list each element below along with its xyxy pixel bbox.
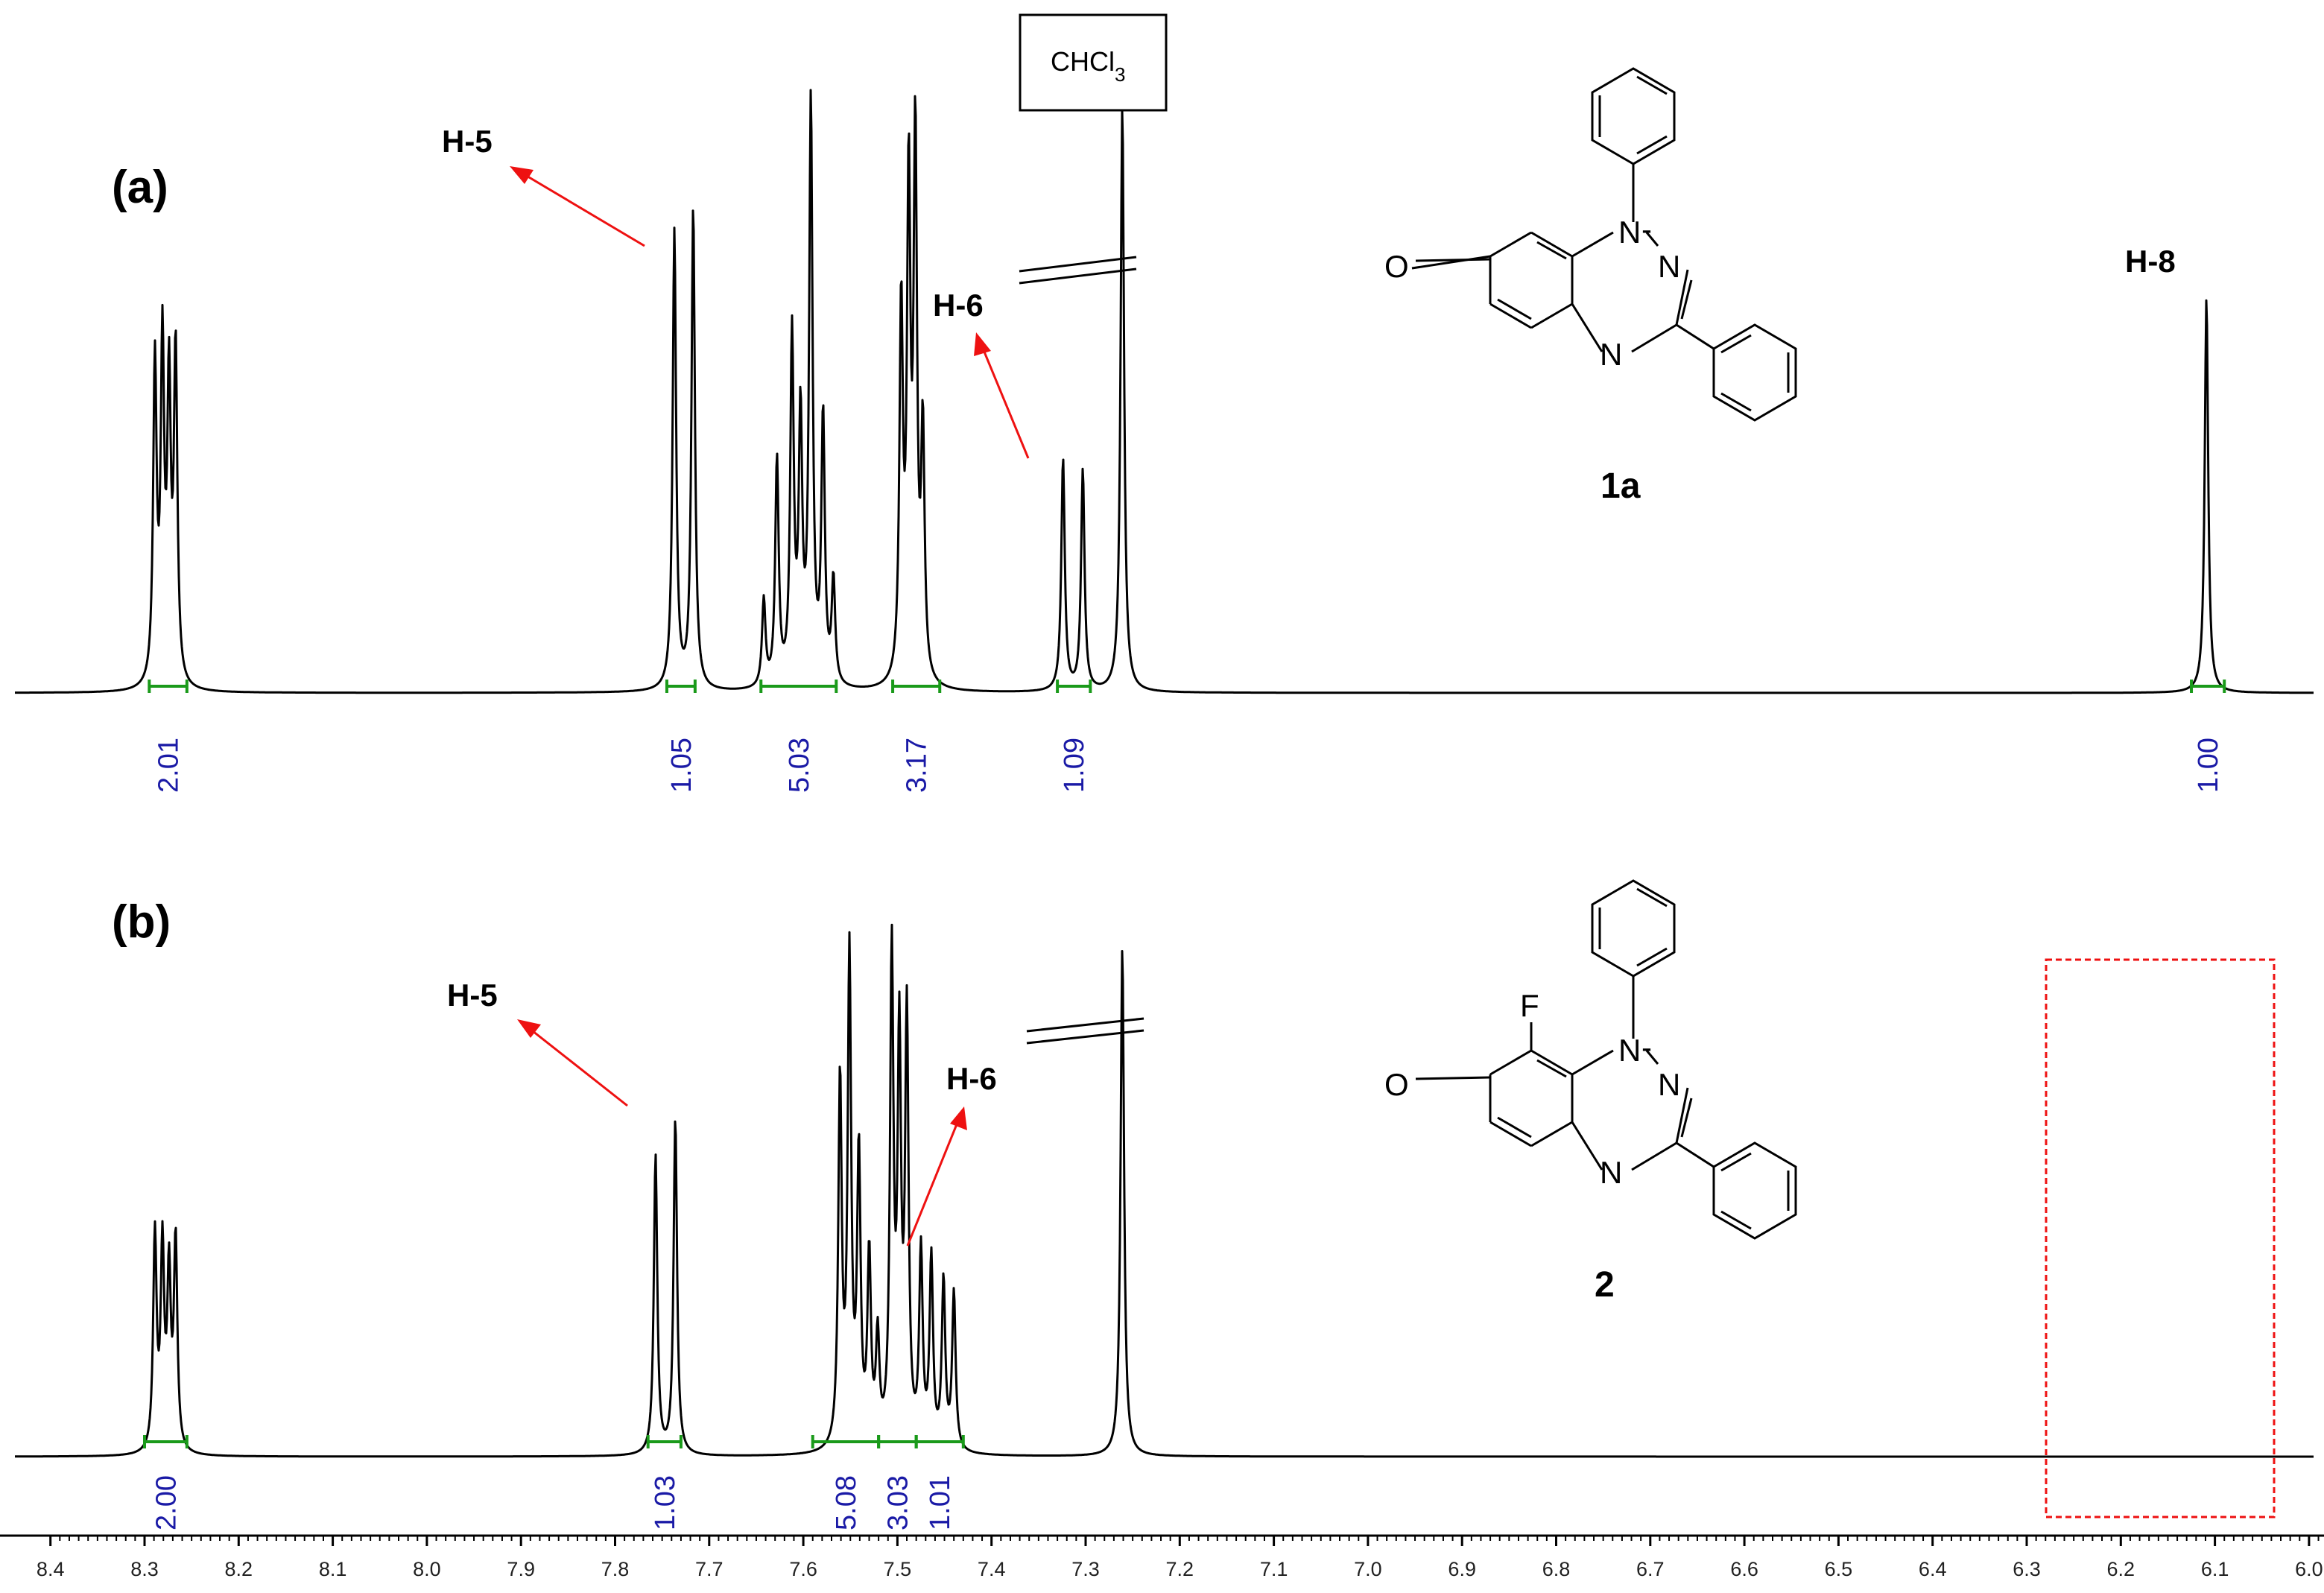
x-axis-tick-label: 7.8 bbox=[601, 1558, 630, 1580]
peak-label-h5-a: H-5 bbox=[442, 124, 493, 159]
x-axis-tick-label: 7.4 bbox=[978, 1558, 1006, 1580]
atom-f-2: F bbox=[1520, 988, 1539, 1023]
arrow-h5-a bbox=[510, 166, 645, 247]
bond-dash-2: - bbox=[1641, 1030, 1652, 1065]
spectrum-trace-a bbox=[14, 89, 2314, 694]
x-axis-tick-label: 7.6 bbox=[789, 1558, 817, 1580]
x-axis-tick-label: 6.1 bbox=[2201, 1558, 2229, 1580]
integral-label: 1.00 bbox=[2193, 738, 2224, 793]
integral-label: 1.01 bbox=[925, 1475, 956, 1530]
x-axis-tick-label: 6.7 bbox=[1636, 1558, 1665, 1580]
x-axis-tick-label: 8.0 bbox=[413, 1558, 441, 1580]
peak-label-h5-b: H-5 bbox=[447, 978, 498, 1013]
solvent-label-box: CHCl3 bbox=[1019, 13, 1168, 112]
x-axis-tick-label: 6.3 bbox=[2013, 1558, 2041, 1580]
x-axis-tick-label: 6.6 bbox=[1730, 1558, 1758, 1580]
atom-n3-2: N bbox=[1600, 1155, 1622, 1190]
integral-label: 1.03 bbox=[650, 1475, 681, 1530]
highlight-box bbox=[2045, 958, 2276, 1518]
x-axis-tick-label: 6.0 bbox=[2295, 1558, 2323, 1580]
structure-1a bbox=[1411, 67, 1797, 422]
x-axis-ticks: 8.4 8.3 8.2 8.1 8.0 7.9 7.8 7.7 7.6 7.5 7.4 7.3 7.2 7… bbox=[37, 1536, 2323, 1580]
integral-label: 2.00 bbox=[151, 1475, 182, 1530]
x-axis-tick-label: 7.9 bbox=[507, 1558, 535, 1580]
x-axis-tick-label: 6.4 bbox=[1919, 1558, 1947, 1580]
atom-o-1a: O bbox=[1384, 249, 1409, 284]
integral-label: 5.03 bbox=[784, 738, 815, 793]
atom-o-2: O bbox=[1384, 1067, 1409, 1102]
x-axis-tick-label: 8.4 bbox=[37, 1558, 65, 1580]
atom-n3-1a: N bbox=[1600, 337, 1622, 372]
x-axis-tick-label: 6.2 bbox=[2107, 1558, 2135, 1580]
atom-n1-1a: N bbox=[1618, 215, 1641, 250]
arrow-h6-a bbox=[974, 332, 1030, 459]
solvent-label: CHCl bbox=[1051, 46, 1115, 77]
integrals-panel-b: 2.00 1.03 5.08 3.03 1.01 bbox=[143, 1435, 965, 1530]
integral-label: 1.05 bbox=[666, 738, 697, 793]
panel-label-b: (b) bbox=[112, 896, 171, 948]
spectrum-trace-b bbox=[14, 923, 2314, 1458]
integral-label: 5.08 bbox=[831, 1475, 862, 1530]
peak-label-h6-b: H-6 bbox=[946, 1061, 997, 1096]
axis-break-mark-a bbox=[1019, 256, 1137, 285]
x-axis-tick-label: 8.1 bbox=[319, 1558, 347, 1580]
peak-label-h8-a: H-8 bbox=[2125, 244, 2176, 279]
x-axis-tick-label: 8.2 bbox=[225, 1558, 253, 1580]
x-axis-tick-label: 7.5 bbox=[884, 1558, 912, 1580]
atom-n2-1a: N bbox=[1658, 249, 1680, 284]
x-axis-tick-label: 6.8 bbox=[1542, 1558, 1571, 1580]
x-axis-tick-label: 7.2 bbox=[1166, 1558, 1194, 1580]
structure-2 bbox=[1415, 879, 1797, 1240]
peak-label-h6-a: H-6 bbox=[933, 288, 984, 323]
integral-label: 3.03 bbox=[882, 1475, 914, 1530]
svg-text:CHCl3: CHCl3 bbox=[1051, 46, 1125, 86]
x-axis-tick-label: 7.0 bbox=[1354, 1558, 1382, 1580]
solvent-subscript: 3 bbox=[1115, 63, 1125, 86]
x-axis-tick-label: 7.3 bbox=[1071, 1558, 1100, 1580]
atom-n2-2: N bbox=[1658, 1067, 1680, 1102]
axis-break-mark-b bbox=[1026, 1017, 1144, 1045]
integral-label: 2.01 bbox=[153, 738, 185, 793]
compound-label-2: 2 bbox=[1595, 1265, 1615, 1305]
x-axis-tick-label: 6.5 bbox=[1825, 1558, 1853, 1580]
x-axis-tick-label: 6.9 bbox=[1448, 1558, 1476, 1580]
compound-label-1a: 1a bbox=[1600, 466, 1641, 506]
x-axis-tick-label: 7.7 bbox=[695, 1558, 724, 1580]
atom-n1-2: N bbox=[1618, 1033, 1641, 1068]
arrow-h5-b bbox=[517, 1019, 628, 1107]
x-axis-tick-label: 7.1 bbox=[1260, 1558, 1288, 1580]
arrow-h6-b bbox=[906, 1106, 967, 1247]
bond-dash-1a: - bbox=[1641, 212, 1652, 247]
x-axis-tick-label: 8.3 bbox=[130, 1558, 159, 1580]
integral-label: 3.17 bbox=[902, 738, 933, 793]
integral-label: 1.09 bbox=[1059, 738, 1090, 793]
panel-label-a: (a) bbox=[112, 162, 168, 213]
integrals-panel-a: 2.01 1.05 5.03 3.17 1.09 1.00 bbox=[148, 680, 2226, 793]
